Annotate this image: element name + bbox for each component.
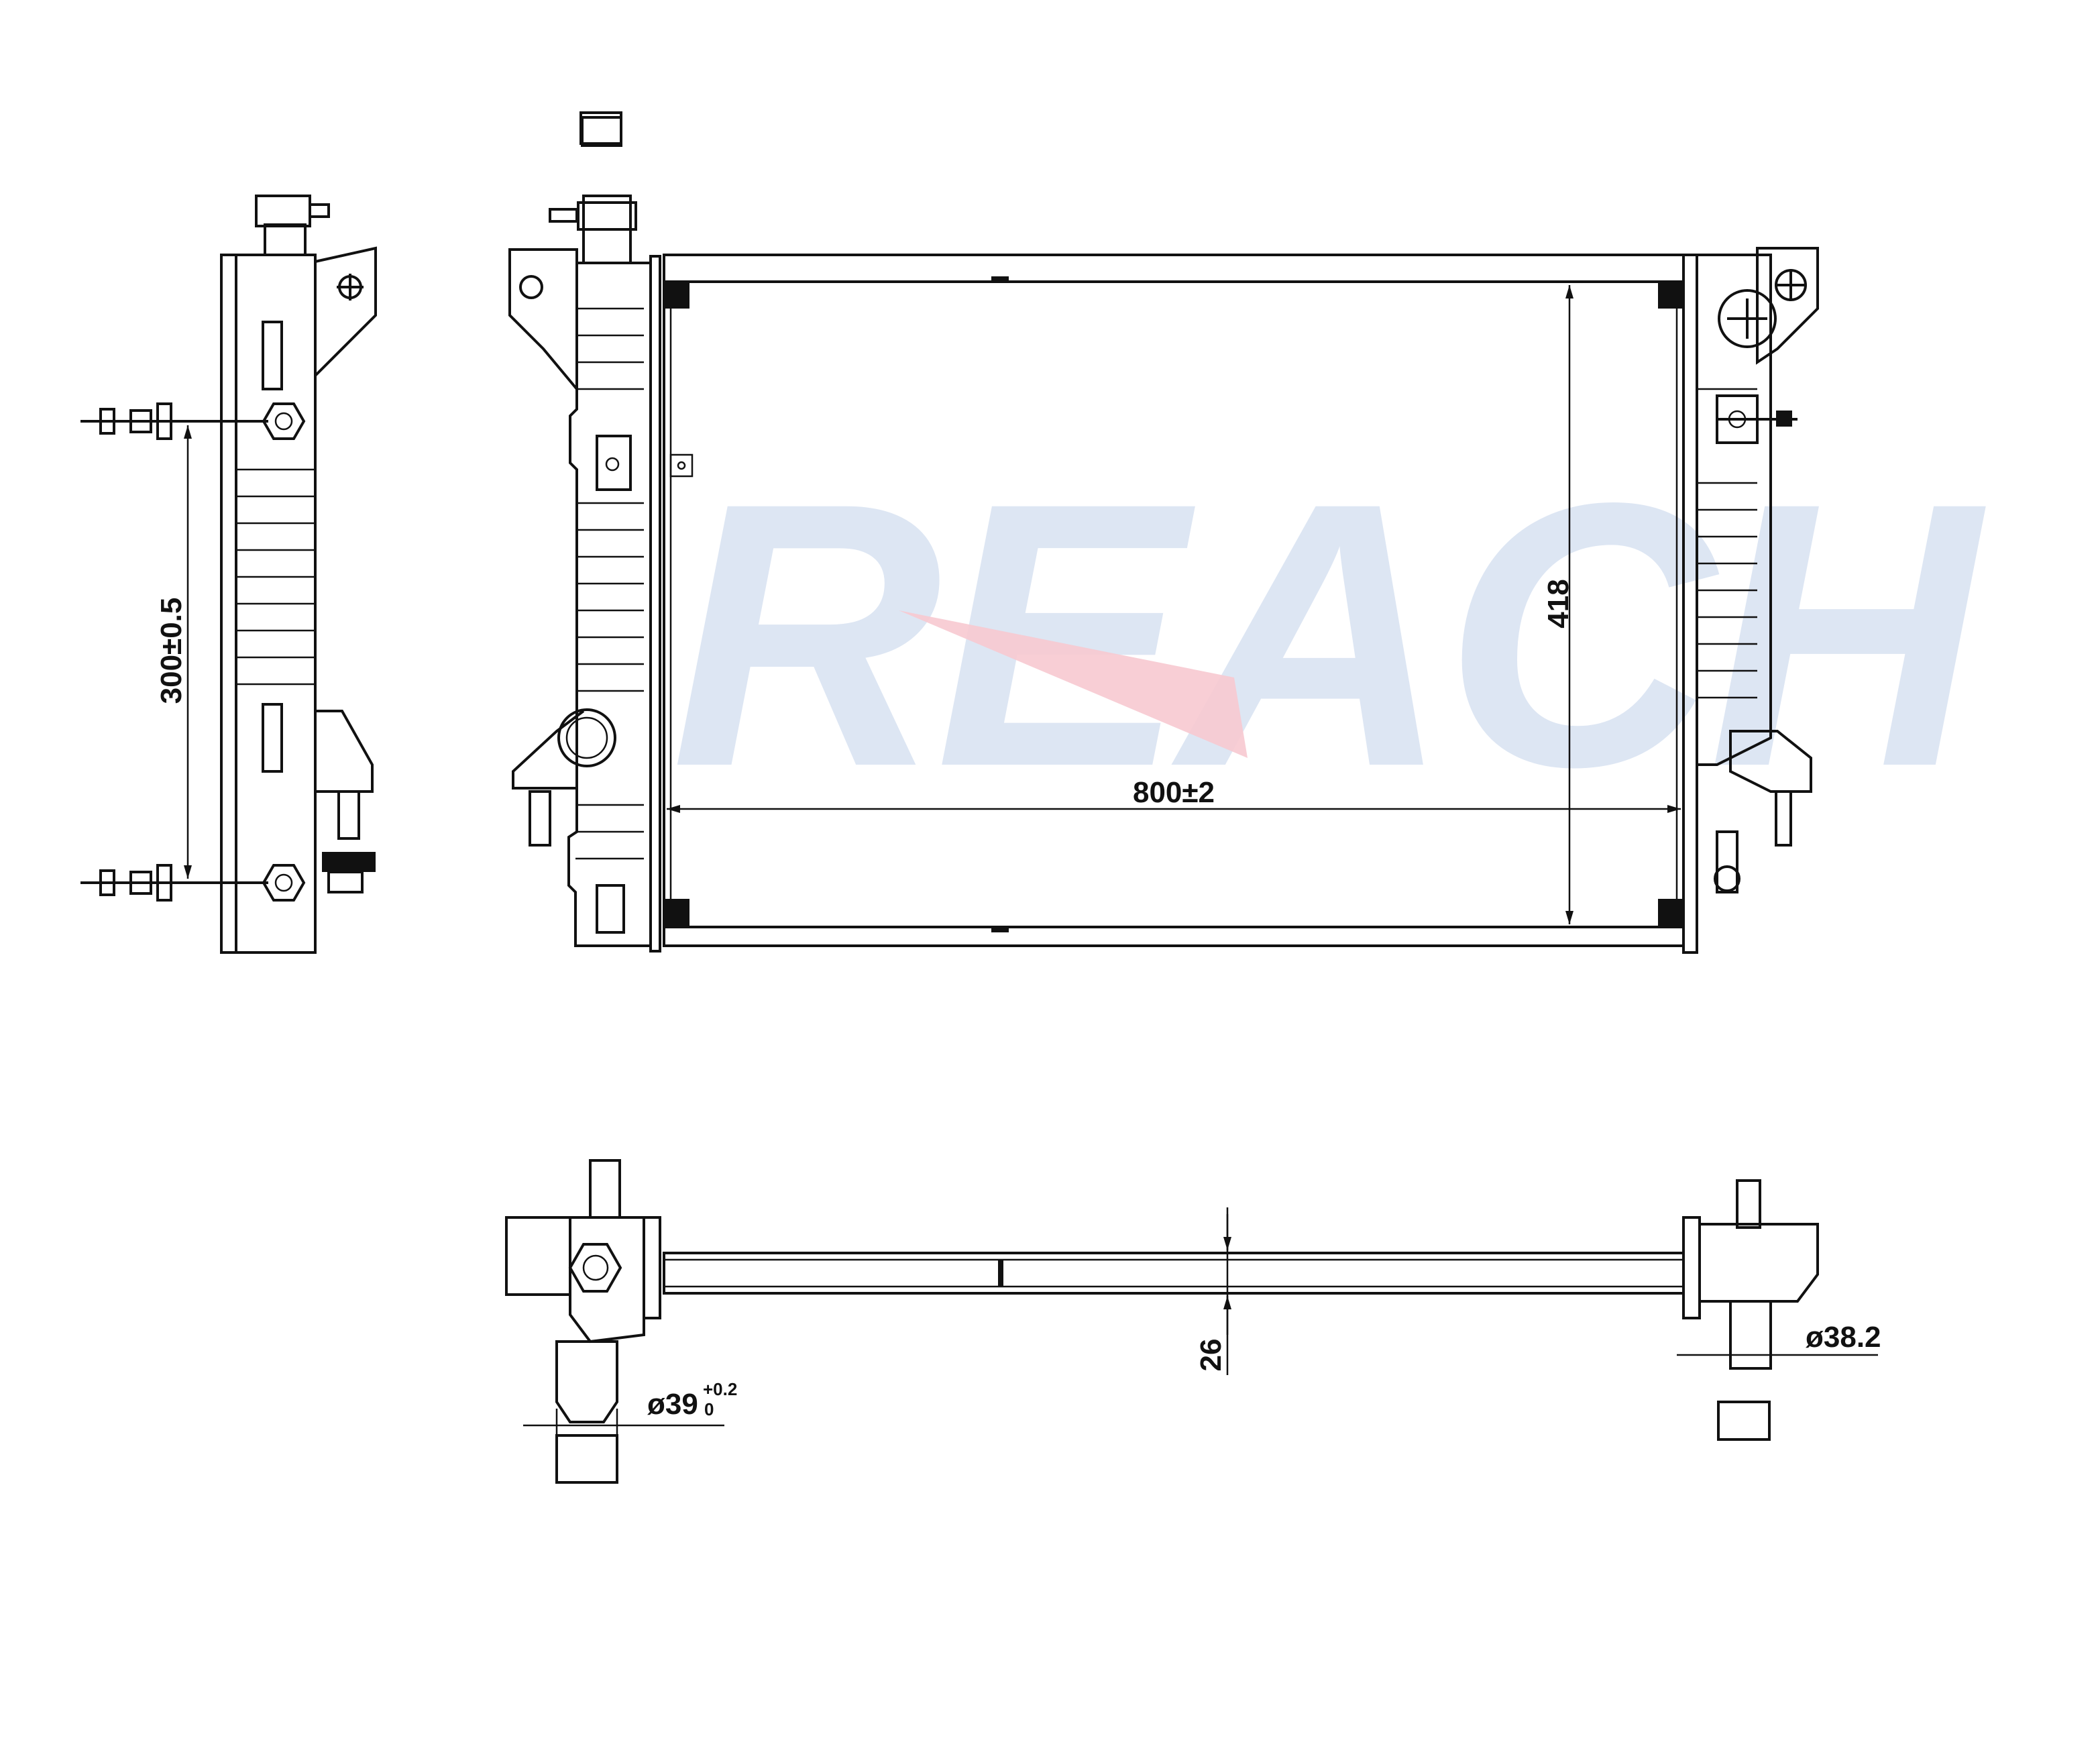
left-tank [508, 116, 661, 952]
drain-cap [579, 111, 622, 145]
top-view: ø39 +0.2 0 ø38.2 26 [505, 1159, 1881, 1484]
side-view: 300±0.5 [80, 195, 377, 954]
width-dimension: 800±2 [667, 776, 1681, 813]
thickness-label: 26 [1195, 1339, 1227, 1372]
mount-spacing-label: 300±0.5 [155, 598, 188, 704]
outlet-diameter-label: ø38.2 [1806, 1321, 1881, 1354]
front-view: 418 800±2 [508, 111, 1819, 954]
width-label: 800±2 [1133, 776, 1215, 809]
reach-watermark-logo: REACH [671, 425, 1997, 845]
inlet-diameter-label: ø39 [647, 1388, 698, 1421]
inlet-tolerance-lower: 0 [704, 1399, 714, 1419]
watermark-accent [899, 610, 1248, 758]
inlet-tolerance-upper: +0.2 [703, 1379, 737, 1399]
height-dimension: 418 [1542, 280, 1583, 928]
watermark-text: REACH [671, 425, 1990, 845]
right-tank [1682, 247, 1819, 954]
height-label: 418 [1542, 579, 1575, 628]
